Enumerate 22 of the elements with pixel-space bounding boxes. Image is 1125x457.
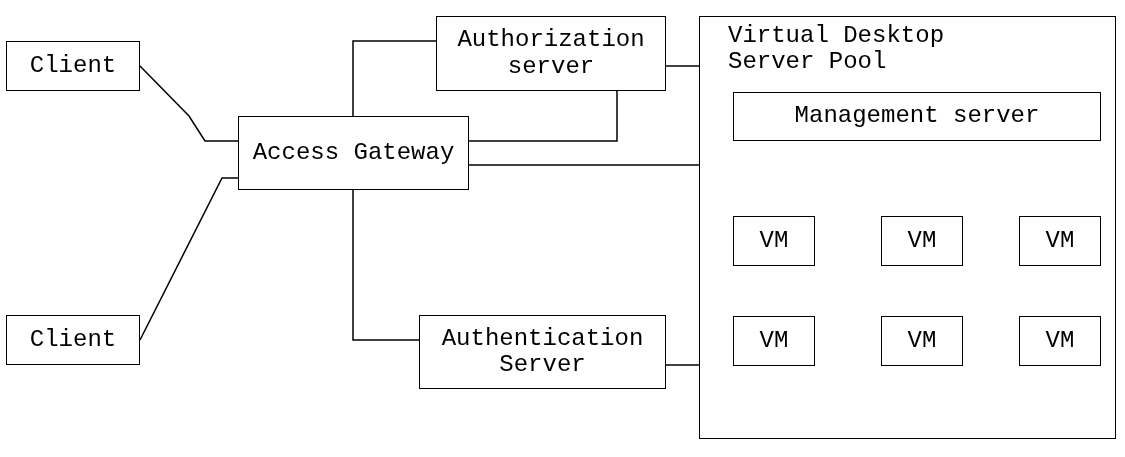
server-box: Authorization server	[436, 16, 666, 91]
vm-box: VM	[733, 216, 815, 266]
server-pool-container	[699, 16, 1116, 439]
connector-line	[139, 177, 239, 341]
vm-box: VM	[733, 316, 815, 366]
connector-line	[352, 40, 437, 117]
vm-box: VM	[881, 316, 963, 366]
vm-box: VM	[881, 216, 963, 266]
gateway-box: Access Gateway	[238, 116, 469, 190]
connector-line	[665, 65, 700, 67]
connector-line	[139, 65, 239, 142]
client-box: Client	[6, 41, 140, 91]
client-box: Client	[6, 315, 140, 365]
connector-line	[665, 364, 700, 366]
connector-line	[468, 90, 618, 142]
pool-title: Virtual Desktop Server Pool	[728, 23, 946, 76]
server-box: Authentication Server	[419, 315, 666, 389]
vm-box: VM	[1019, 216, 1101, 266]
server-box: Management server	[733, 92, 1101, 141]
connector-line	[352, 189, 420, 341]
vm-box: VM	[1019, 316, 1101, 366]
connector-line	[468, 164, 700, 166]
